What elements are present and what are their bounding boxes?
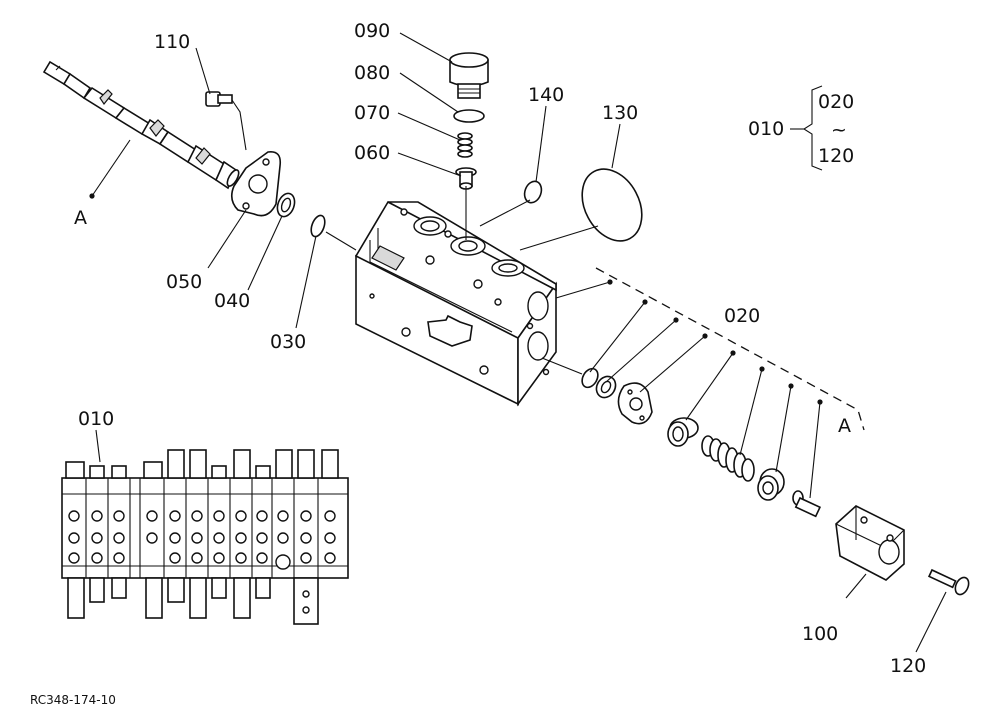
cap-100-part [835,505,905,581]
label-130: 130 [602,102,638,124]
poppet-060-part [455,167,477,190]
label-100: 100 [802,623,838,645]
flange-050-part [230,150,282,217]
label-050: 050 [166,271,202,293]
label-140: 140 [528,84,564,106]
group-bracket [555,267,865,499]
plug-090-part [449,52,489,99]
spool-part [42,60,240,190]
label-020: 020 [724,305,760,327]
part-labels: 110 090 080 070 060 140 130 050 040 030 … [74,20,926,677]
relief-stack-parts [581,367,822,518]
oring-080-part [453,109,485,123]
label-120: 120 [890,655,926,677]
oring-140-part [523,180,543,204]
label-070: 070 [354,102,390,124]
ref-a-left: A [74,207,87,229]
label-030: 030 [270,331,306,353]
oring-130-part [581,168,643,242]
label-110: 110 [154,31,190,53]
figure-code: RC348-174-10 [30,693,116,707]
range-parent: 010 [748,118,784,140]
label-080: 080 [354,62,390,84]
valve-assembly-overview [61,429,349,625]
ref-a-right: A [838,415,851,437]
range-from: 020 [818,91,854,113]
bolt-120-part [927,568,970,596]
ring-040-part [276,192,296,218]
leader-lines [89,32,947,653]
range-note: 010 020 ~ 120 [748,85,854,171]
range-to: 120 [818,145,854,167]
label-090: 090 [354,20,390,42]
label-010-assembly: 010 [78,408,114,430]
label-040: 040 [214,290,250,312]
label-060: 060 [354,142,390,164]
oring-030-part [310,214,326,238]
valve-housing-part [354,200,558,407]
spring-070-part [457,132,473,158]
bolt-110-part [205,91,233,107]
range-tilde: ~ [831,119,847,141]
